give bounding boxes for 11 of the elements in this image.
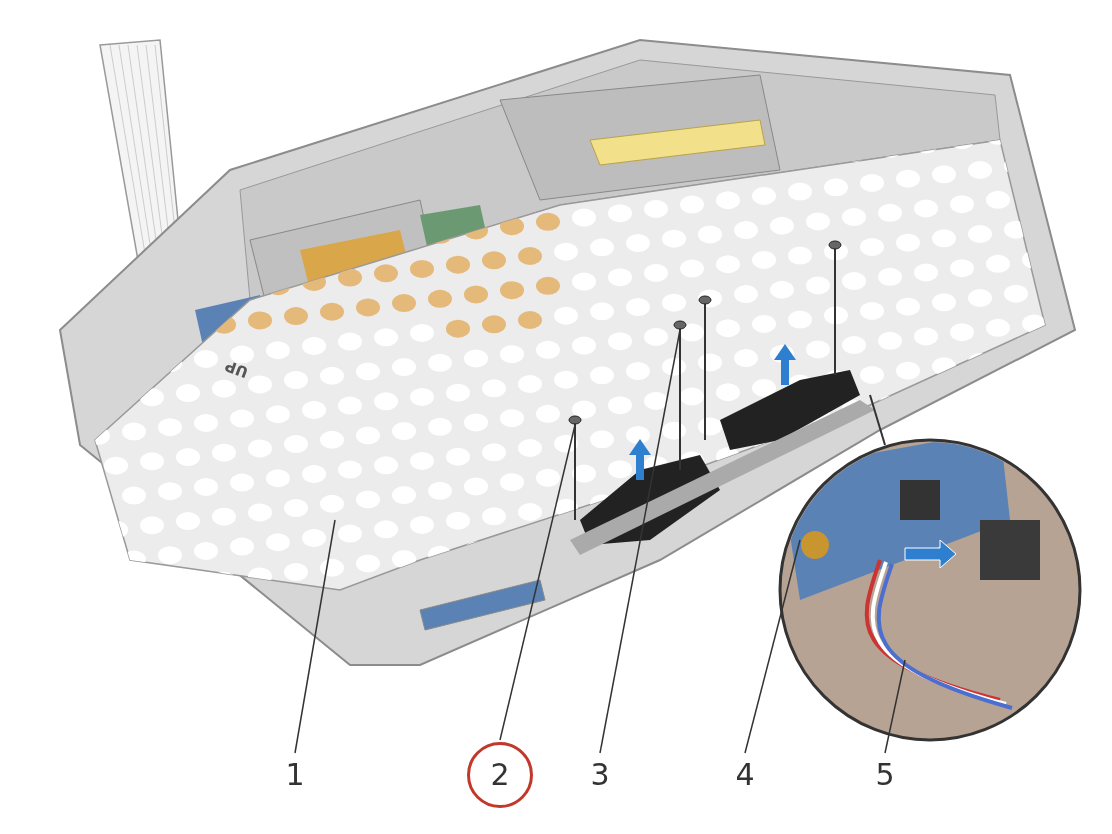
leader-line (294, 519, 336, 754)
part-marking: UP (222, 356, 251, 382)
leader-line (744, 539, 801, 754)
leader-line (884, 659, 906, 754)
callout-number: 4 (725, 755, 765, 795)
highlighted-callout-number: 2 (467, 742, 533, 808)
leader-line (499, 424, 576, 741)
callout-number: 1 (275, 755, 315, 795)
callout-number: 5 (865, 755, 905, 795)
leader-line (599, 329, 681, 754)
callout-number: 3 (580, 755, 620, 795)
